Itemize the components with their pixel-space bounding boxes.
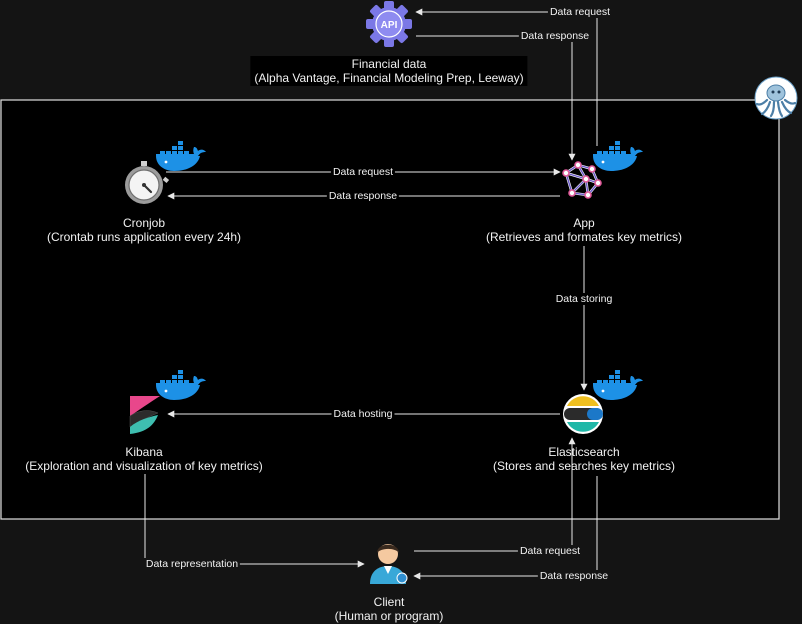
node-client-title: Client [373,595,405,609]
node-elasticsearch-subtitle: (Stores and searches key metrics) [492,459,676,473]
node-elasticsearch-label: Elasticsearch (Stores and searches key m… [493,445,675,473]
node-cronjob-label: Cronjob (Crontab runs application every … [47,216,241,244]
elasticsearch-logo-icon [563,394,603,434]
edge-label-client-request: Data request [517,545,583,557]
edge-label-hosting: Data hosting [331,408,395,420]
edge-label-representation: Data representation [143,558,241,570]
edge-label-cron-response: Data response [326,190,400,202]
node-api-title: Financial data [351,57,427,71]
node-cronjob-title: Cronjob [122,216,166,230]
edge-label-cron-request: Data request [330,166,396,178]
api-icon-text: API [381,20,398,31]
node-kibana-label: Kibana (Exploration and visualization of… [25,445,262,473]
node-app-subtitle: (Retrieves and formates key metrics) [485,230,683,244]
node-app-title: App [573,216,595,230]
edge-label-storing: Data storing [553,293,615,305]
kibana-logo-icon [129,396,160,434]
node-api-subtitle: (Alpha Vantage, Financial Modeling Prep,… [254,71,524,85]
stopwatch-icon [125,161,170,204]
node-kibana-subtitle: (Exploration and visualization of key me… [25,459,263,473]
edge-label-api-response: Data response [518,30,592,42]
node-elasticsearch-title: Elasticsearch [548,445,620,459]
node-app-label: App (Retrieves and formates key metrics) [486,216,682,244]
edge-label-client-response: Data response [537,570,611,582]
node-kibana-title: Kibana [125,445,163,459]
user-icon [370,544,408,584]
api-gear-icon: API [366,1,412,47]
node-cronjob-subtitle: (Crontab runs application every 24h) [46,230,242,244]
network-graph-icon [562,161,602,199]
edge-label-api-request: Data request [547,6,613,18]
node-api-label: Financial data (Alpha Vantage, Financial… [250,56,528,86]
node-client-subtitle: (Human or program) [334,609,444,623]
node-client-label: Client (Human or program) [335,595,444,623]
octopus-icon [754,76,798,120]
